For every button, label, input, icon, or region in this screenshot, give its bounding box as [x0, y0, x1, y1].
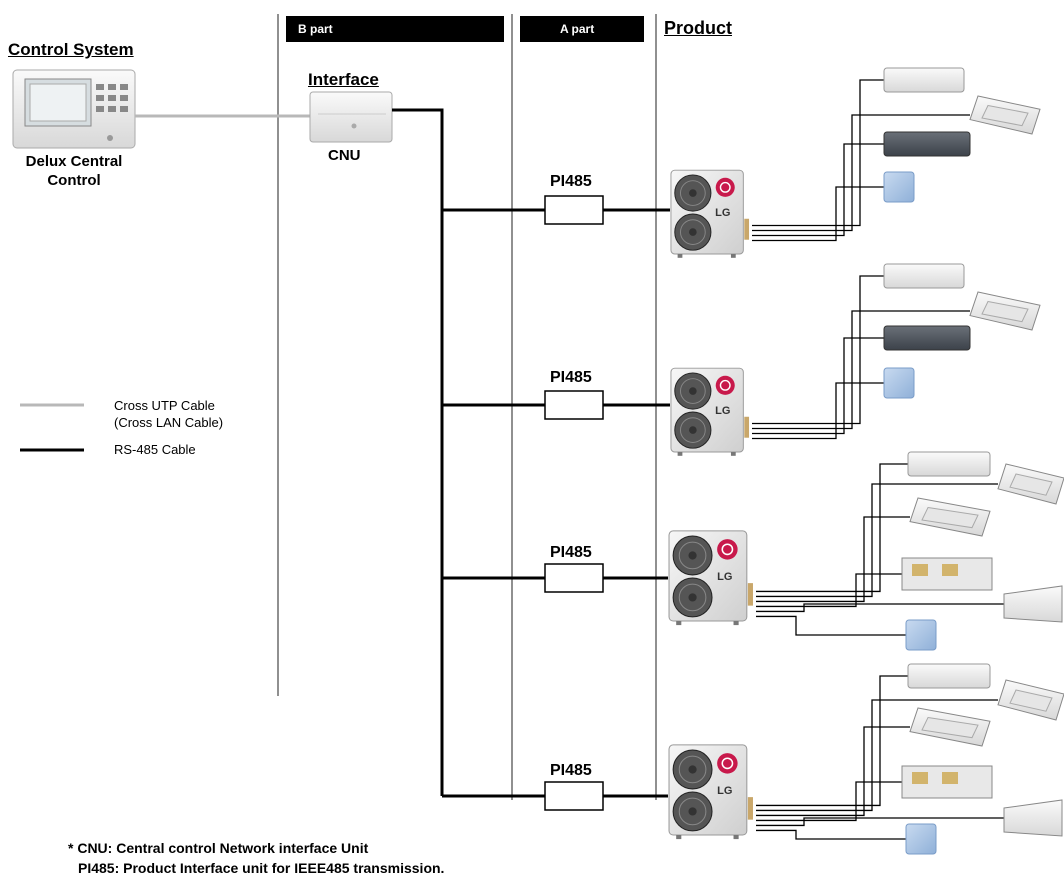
indoor-wall	[907, 663, 991, 689]
product-branch-4: LG	[442, 675, 1064, 840]
pi485-label-4: PI485	[550, 762, 592, 779]
pi485-box	[544, 781, 604, 811]
indoor-blue	[883, 171, 915, 203]
legend-utp-line1: Cross UTP Cable	[114, 398, 215, 413]
pipe-line	[756, 829, 906, 840]
pipe-line	[756, 483, 998, 598]
label-cnu: CNU	[328, 147, 361, 164]
indoor-blue	[905, 619, 937, 651]
indoor-dark	[883, 131, 971, 157]
indoor-wall	[907, 451, 991, 477]
b-part-bar	[286, 16, 504, 42]
indoor-floor-unit	[1003, 585, 1063, 623]
pipe-line	[756, 726, 910, 817]
cassette-grille	[921, 716, 979, 739]
pi485-label-3: PI485	[550, 544, 592, 561]
pipe-line	[756, 573, 902, 608]
pipe-line	[752, 275, 884, 425]
cassette-grille	[981, 300, 1029, 323]
outdoor-brand: LG	[715, 207, 730, 219]
product-branch-2: LG	[442, 275, 1041, 457]
pipe-line	[756, 516, 910, 603]
footnote-line2: PI485: Product Interface unit for IEEE48…	[78, 860, 445, 876]
cassette-grille	[921, 506, 979, 529]
pipe-line	[756, 615, 906, 636]
duct-port	[942, 564, 958, 576]
label-b-part: B part	[298, 22, 333, 36]
pipe-line	[752, 382, 884, 440]
cassette-grille	[981, 104, 1029, 127]
pipe-line	[752, 79, 884, 227]
pipe-line	[752, 337, 884, 435]
label-product: Product	[664, 18, 733, 38]
pi485-label-1: PI485	[550, 173, 592, 190]
duct-port	[942, 772, 958, 784]
indoor-dark	[883, 325, 971, 351]
indoor-floor-unit	[1003, 799, 1063, 837]
indoor-wall	[883, 263, 965, 289]
outdoor-brand: LG	[715, 405, 730, 417]
central-control-label-line2: Control	[47, 172, 101, 189]
legend-swatches	[20, 403, 84, 452]
outdoor-unit	[670, 169, 750, 259]
pipe-line	[756, 817, 1004, 827]
indoor-wall	[883, 67, 965, 93]
pipe-line	[756, 675, 908, 807]
pipe-line	[752, 143, 884, 237]
pi485-label-2: PI485	[550, 369, 592, 386]
pipe-line	[756, 463, 908, 593]
legend-utp-line2: (Cross LAN Cable)	[114, 415, 224, 430]
outdoor-unit	[668, 530, 754, 626]
pipe-line	[752, 310, 970, 430]
central-control-device	[12, 69, 136, 149]
pi485-box	[544, 195, 604, 225]
a-part-bar	[520, 16, 644, 42]
duct-port	[912, 564, 928, 576]
pipe-line	[756, 699, 998, 812]
pi485-box	[544, 563, 604, 593]
label-a-part: A part	[560, 22, 595, 36]
rs485-cable	[392, 108, 444, 796]
product-branch-3: LG	[442, 463, 1064, 636]
cassette-grille	[1009, 473, 1053, 496]
cassette-grille	[1009, 689, 1053, 712]
outdoor-unit	[668, 744, 754, 840]
label-interface: Interface	[308, 70, 379, 89]
central-control-label: Delux Central Control	[14, 152, 134, 190]
footnote-line1: * CNU: Central control Network interface…	[68, 840, 369, 856]
pipe-line	[756, 603, 1004, 613]
central-control-label-line1: Delux Central	[25, 153, 123, 170]
outdoor-brand: LG	[717, 571, 732, 583]
product-branch-1: LG	[442, 79, 1041, 259]
outdoor-unit	[670, 367, 750, 457]
cnu-device	[309, 91, 393, 143]
duct-port	[912, 772, 928, 784]
legend-utp-label: Cross UTP Cable (Cross LAN Cable)	[114, 397, 223, 431]
pi485-box	[544, 390, 604, 420]
legend-rs485-label: RS-485 Cable	[114, 442, 196, 457]
indoor-blue	[883, 367, 915, 399]
label-control-system: Control System	[8, 40, 134, 59]
pipe-line	[752, 114, 970, 232]
indoor-blue	[905, 823, 937, 855]
outdoor-brand: LG	[717, 785, 732, 797]
pipe-line	[752, 186, 884, 242]
pipe-line	[756, 781, 902, 822]
